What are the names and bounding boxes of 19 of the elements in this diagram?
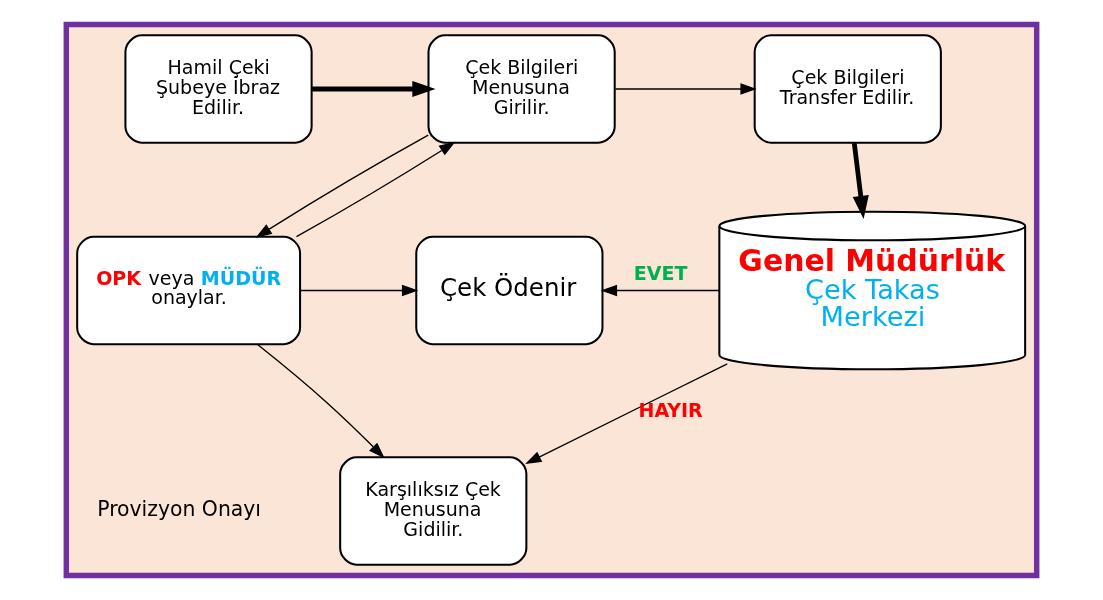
- arrow: [525, 363, 728, 465]
- node-box: Çek Bilgileri Menusuna Girilir.: [427, 34, 616, 144]
- node-box: Hamil Çeki Şubeye İbraz Edilir.: [124, 34, 313, 144]
- arrow: [299, 284, 419, 297]
- arrow: [600, 284, 720, 297]
- node-box: Karşılıksız Çek Menusuna Gidilir.: [339, 456, 528, 566]
- arrow: [255, 134, 429, 238]
- edge-label: HAYIR: [638, 398, 703, 421]
- cluster: [63, 21, 1040, 579]
- edge-label: EVET: [633, 261, 688, 284]
- arrow: [295, 141, 456, 238]
- label: Provizyon Onayı: [97, 496, 262, 521]
- arrow: [851, 142, 869, 219]
- node-box: Çek Ödenir: [415, 235, 604, 346]
- arrow: [614, 83, 757, 95]
- node-box: Çek Bilgileri Transfer Edilir.: [753, 34, 942, 144]
- arrow: [256, 343, 385, 459]
- arrow: [312, 80, 436, 98]
- node-box: OPK veya MÜDÜR onaylar.: [76, 235, 302, 346]
